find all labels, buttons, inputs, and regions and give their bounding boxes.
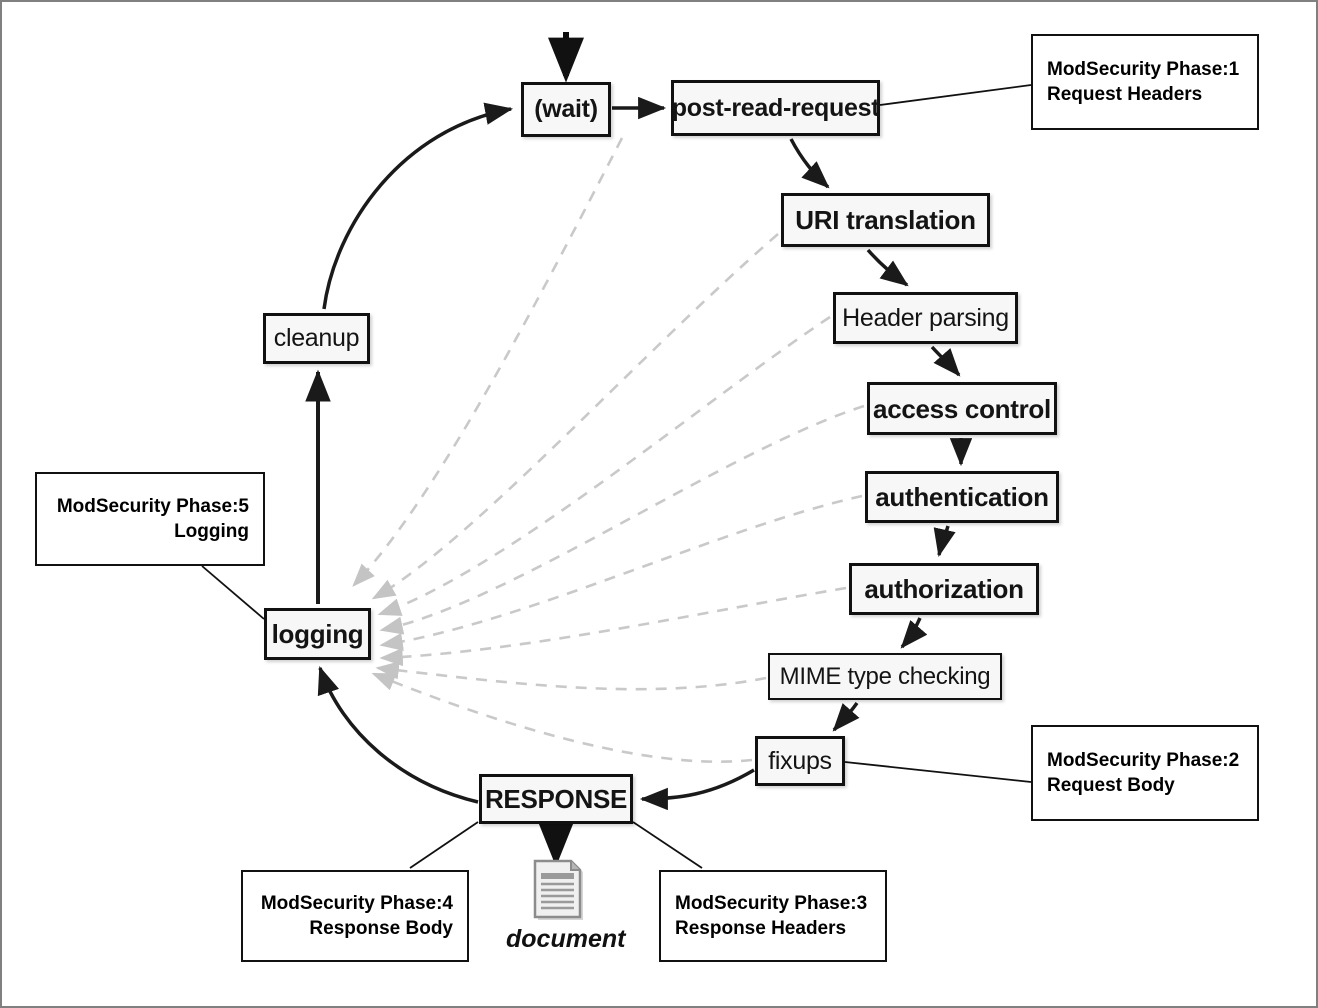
note-phase4-line1: ModSecurity Phase:4 [260,892,453,914]
note-modsecurity-phase-2: ModSecurity Phase:2 Request Body [1031,725,1259,821]
edge-mime-type-checking-to-fixups [832,701,860,732]
dashed-from-post-read-request [352,137,624,587]
note-phase2-line1: ModSecurity Phase:2 [1047,749,1240,771]
node-uri-translation-label: URI translation [795,205,976,235]
leader-phase4 [409,821,479,869]
note-phase3-line2: Response Headers [675,918,847,939]
node-fixups-label: fixups [768,746,832,775]
node-access-control[interactable]: access control [867,382,1057,435]
edge-cleanup-to-wait [322,102,514,310]
leader-phase3 [632,821,703,869]
node-mime-type-checking[interactable]: MIME type checking [768,653,1002,700]
edge-uri-translation-to-header-parsing [866,248,909,287]
edge-post-read-request-to-uri-translation [789,138,830,189]
leader-phase5 [201,565,265,620]
node-header-parsing[interactable]: Header parsing [833,292,1018,344]
dashed-from-header-parsing [377,315,831,616]
dashed-from-uri-translation [371,233,779,600]
node-logging-label: logging [271,619,364,649]
document-page-icon [533,859,583,920]
note-phase5-line2: Logging [174,521,249,542]
note-modsecurity-phase-5: ModSecurity Phase:5 Logging [35,472,265,566]
note-phase1-line1: ModSecurity Phase:1 [1047,58,1240,80]
node-wait-label: (wait) [534,95,598,123]
note-phase2-line2: Request Body [1047,775,1175,796]
dashed-from-mime-type-checking [375,661,767,691]
node-post-read-request-label: post-read-request [671,93,880,122]
dashed-from-authorization [379,586,847,667]
leader-phase2 [844,761,1032,783]
dashed-from-authentication [379,494,863,651]
edge-response-to-logging [317,666,479,804]
node-cleanup-label: cleanup [273,324,360,352]
node-cleanup[interactable]: cleanup [263,313,370,364]
node-authentication[interactable]: authentication [865,471,1059,523]
note-modsecurity-phase-3: ModSecurity Phase:3 Response Headers [659,870,887,962]
edge-authentication-to-authorization [933,525,956,558]
dashed-from-fixups [371,672,753,763]
leader-phase1 [879,84,1032,106]
node-authorization-label: authorization [864,574,1024,604]
node-response-label: RESPONSE [484,784,628,814]
note-modsecurity-phase-4: ModSecurity Phase:4 Response Body [241,870,469,962]
node-fixups[interactable]: fixups [755,736,845,786]
node-logging[interactable]: logging [264,608,371,660]
node-uri-translation[interactable]: URI translation [781,193,990,247]
node-wait[interactable]: (wait) [521,82,611,137]
node-access-control-label: access control [873,393,1051,424]
node-authentication-label: authentication [875,482,1049,512]
edge-authorization-to-mime-type-checking [900,617,928,649]
node-mime-type-checking-label: MIME type checking [779,662,991,690]
edge-fixups-to-response [639,768,755,811]
node-response[interactable]: RESPONSE [479,774,633,824]
note-phase1-line2: Request Headers [1047,84,1203,105]
note-phase3-line1: ModSecurity Phase:3 [675,892,868,914]
node-header-parsing-label: Header parsing [842,303,1009,332]
dashed-from-access-control [379,404,865,635]
node-post-read-request[interactable]: post-read-request [671,80,880,136]
note-phase5-line1: ModSecurity Phase:5 [56,495,249,517]
note-phase4-line2: Response Body [309,918,453,939]
edge-header-parsing-to-access-control [930,345,961,377]
note-modsecurity-phase-1: ModSecurity Phase:1 Request Headers [1031,34,1259,130]
node-authorization[interactable]: authorization [849,563,1039,615]
document-label: document [506,925,626,953]
